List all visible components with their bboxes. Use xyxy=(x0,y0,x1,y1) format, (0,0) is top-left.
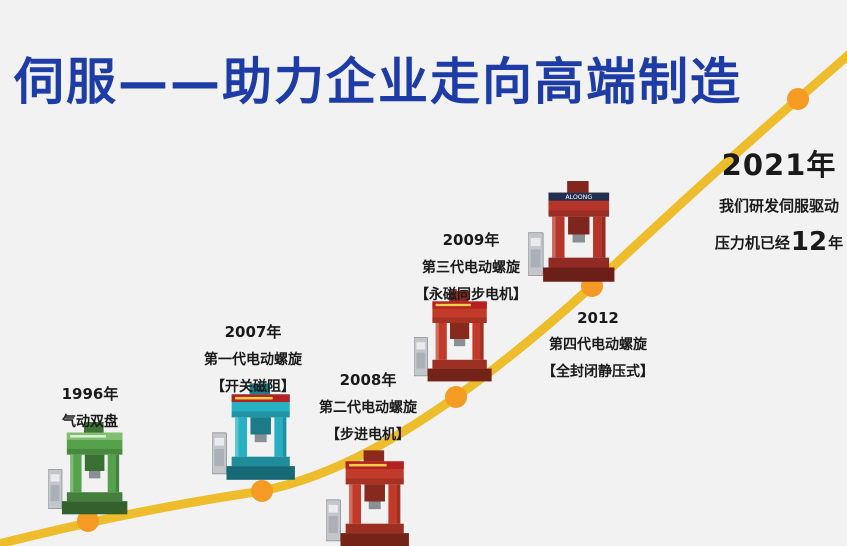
entry-year: 2008年 xyxy=(339,371,397,389)
entry-line2: 【步进电机】 xyxy=(326,427,410,443)
milestone-dot-2008 xyxy=(445,386,467,408)
final-year: 2021年 xyxy=(721,148,837,182)
press-machine-2008-image xyxy=(326,450,420,546)
entry-line1: 气动双盘 xyxy=(62,414,118,430)
final-line2-suffix: 年 xyxy=(828,234,844,252)
press-machine-1996-image xyxy=(48,422,138,520)
timeline-entry-2009: 2009年 第三代电动螺旋 【永磁同步电机】 xyxy=(415,229,527,304)
press-machine-2021-image: ALOONG xyxy=(528,181,626,288)
final-line2: 压力机已经12年 xyxy=(715,227,843,257)
entry-year: 2009年 xyxy=(442,231,500,249)
final-line2-prefix: 压力机已经 xyxy=(714,234,790,252)
timeline-entry-2021: 2021年 我们研发伺服驱动 压力机已经12年 xyxy=(715,142,843,257)
milestone-dot-1996 xyxy=(77,510,99,532)
timeline-entry-1996: 1996年 气动双盘 xyxy=(62,383,119,431)
entry-line1: 第四代电动螺旋 xyxy=(549,337,647,353)
timeline-entry-2012: 2012 第四代电动螺旋 【全封闭静压式】 xyxy=(542,309,654,381)
entry-line1: 第二代电动螺旋 xyxy=(319,400,417,416)
curve-line xyxy=(0,50,847,546)
entry-line2: 【开关磁阻】 xyxy=(211,379,295,395)
page-title: 伺服——助力企业走向高端制造 xyxy=(14,53,742,111)
entry-year: 2007年 xyxy=(224,323,282,341)
final-line1: 我们研发伺服驱动 xyxy=(718,197,839,215)
press-machine-2007-image xyxy=(212,383,306,486)
machine-brand-label: ALOONG xyxy=(565,194,592,201)
entry-line1: 第三代电动螺旋 xyxy=(422,260,520,276)
timeline-entry-2007: 2007年 第一代电动螺旋 【开关磁阻】 xyxy=(204,321,302,396)
entry-line2: 【永磁同步电机】 xyxy=(415,287,527,303)
entry-line2: 【全封闭静压式】 xyxy=(542,364,654,380)
press-machine-2009-image xyxy=(414,291,502,387)
milestone-dot-2007 xyxy=(251,480,273,502)
final-years-count: 12 xyxy=(790,227,828,257)
entry-year: 1996年 xyxy=(61,385,119,403)
entry-year: 2012 xyxy=(577,309,619,327)
timeline-entry-2008: 2008年 第二代电动螺旋 【步进电机】 xyxy=(319,369,417,444)
milestone-dot-2021 xyxy=(787,88,809,110)
entry-line1: 第一代电动螺旋 xyxy=(204,352,302,368)
